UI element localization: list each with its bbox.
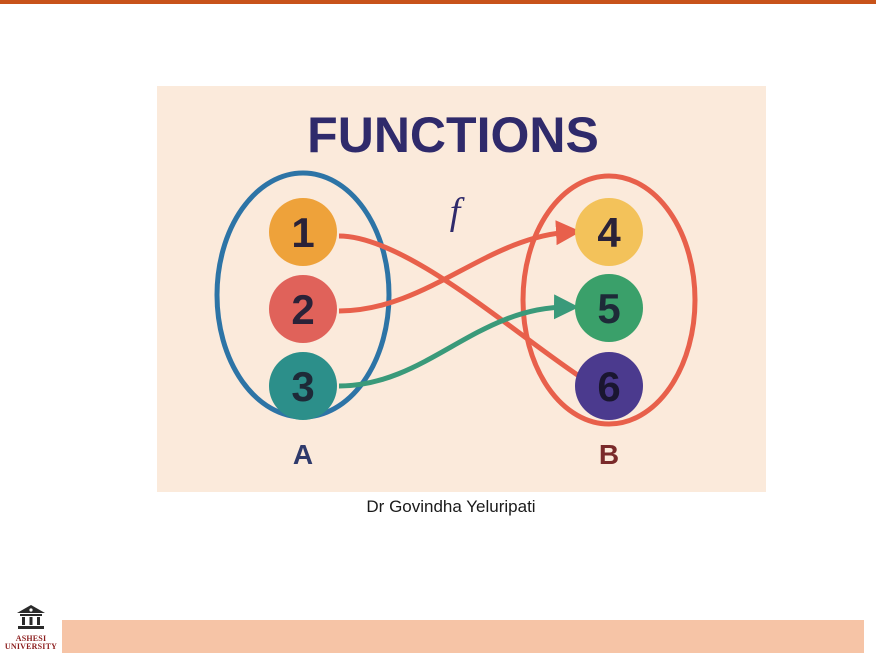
functions-diagram: FUNCTIONS f 1 2 [157,86,766,492]
mapping-arrow-2-to-4 [338,220,581,314]
footer-band [62,620,864,653]
mapping-arrow-3-to-5 [338,294,579,389]
set-b-element-5: 5 [597,285,620,332]
functions-diagram-svg: FUNCTIONS f 1 2 [214,107,698,470]
set-b-element-5-circle [575,274,643,342]
logo-line-2: UNIVERSITY [4,642,58,651]
set-b-label: B [599,439,619,470]
university-building-icon [17,605,45,629]
author-caption: Dr Govindha Yeluripati [366,497,536,516]
set-a-element-1-circle [269,198,337,266]
logo-line-1: ASHESI [15,634,47,643]
top-accent-bar [0,0,876,4]
set-a-element-3-circle [269,352,337,420]
set-b-outline [520,173,698,427]
set-a-element-3: 3 [291,363,314,410]
set-b-element-4-circle [575,198,643,266]
mapping-arrow-1-to-6 [338,233,587,383]
set-b-element-6-circle [575,352,643,420]
set-a-element-2: 2 [291,286,314,333]
set-b-element-4: 4 [597,209,621,256]
set-b-element-6: 6 [597,363,620,410]
function-symbol: f [450,191,465,233]
diagram-title: FUNCTIONS [307,107,599,163]
set-a-element-1: 1 [291,209,314,256]
university-logo: ASHESI UNIVERSITY [2,604,60,652]
set-a-element-2-circle [269,275,337,343]
set-a-label: A [293,439,313,470]
